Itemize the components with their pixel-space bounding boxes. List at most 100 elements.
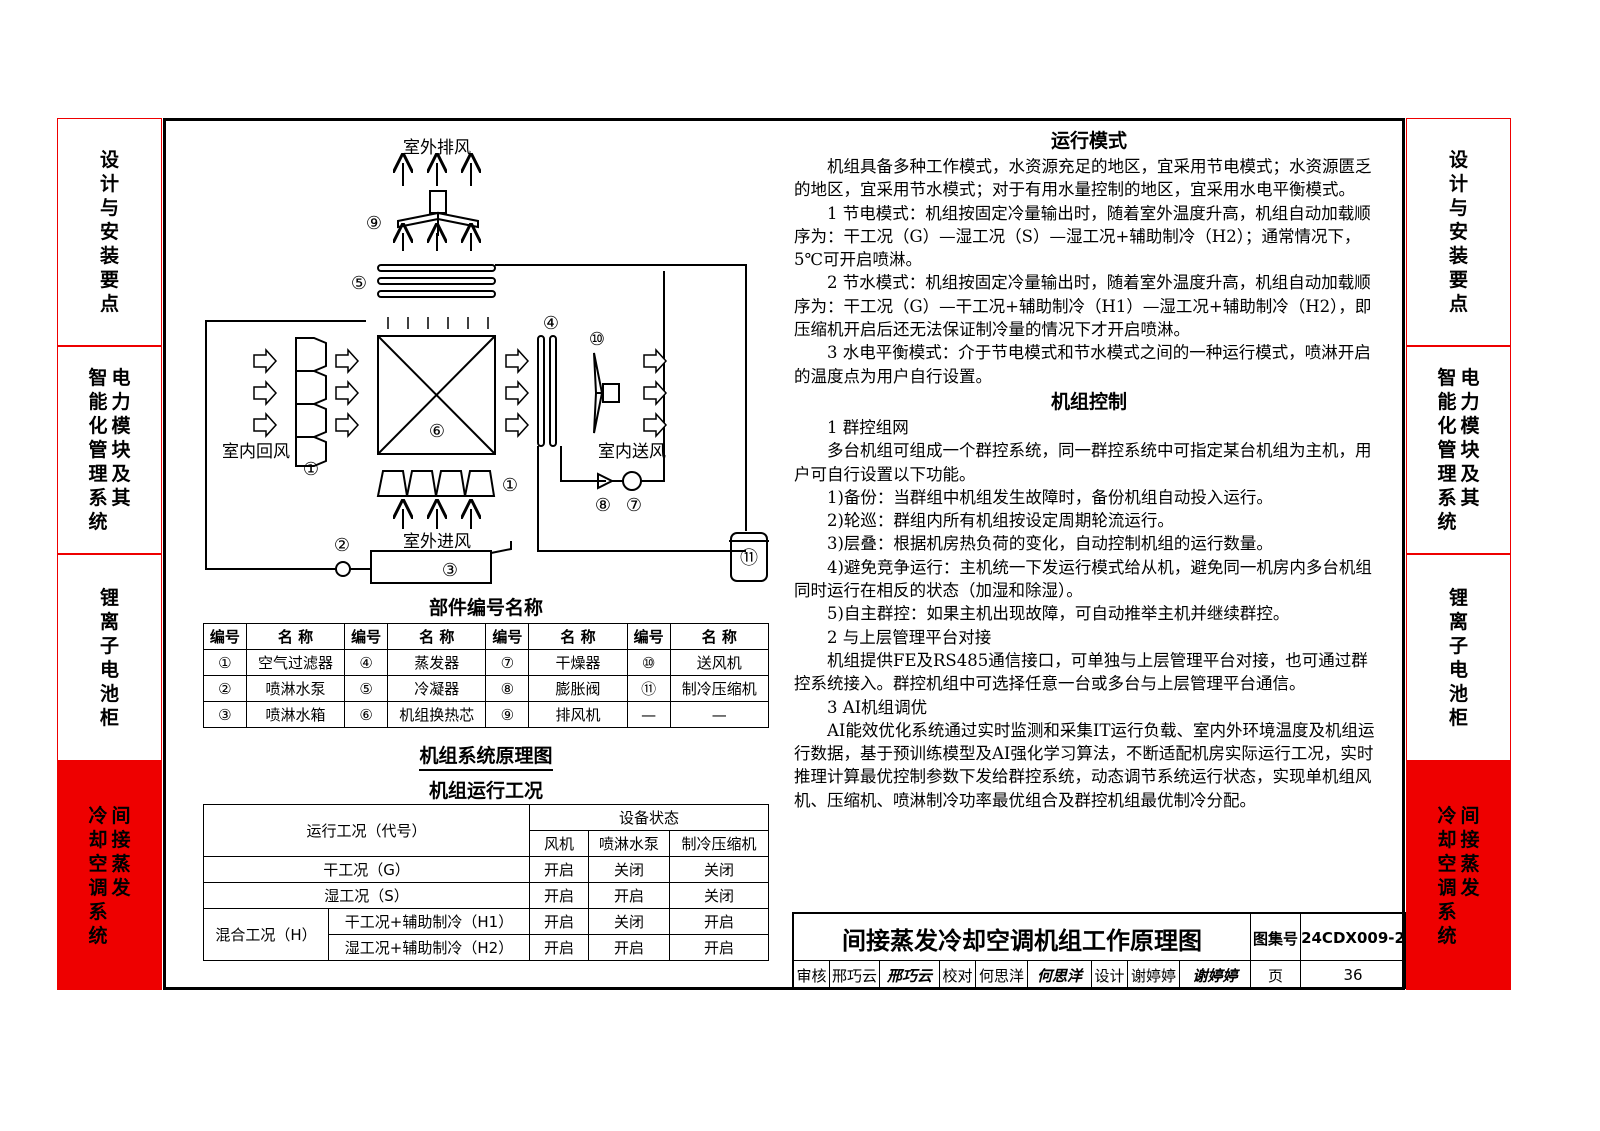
paragraph: 3 AI机组调优: [827, 697, 928, 717]
callout-7: ⑦: [626, 495, 642, 516]
table-header-row: 编号 名 称 编号 名 称 编号 名 称 编号 名 称: [203, 623, 770, 650]
sidebar-tab-battery[interactable]: 锂离子电池柜: [1406, 554, 1511, 761]
section-heading-modes: 运行模式: [1050, 130, 1127, 152]
table-cell: ①: [203, 649, 247, 676]
ops-title: 机组运行工况: [428, 780, 543, 802]
table-row: 湿工况（S） 开启 开启 关闭: [203, 882, 769, 909]
table-cell: ⑪: [626, 675, 671, 702]
table-cell: 开启: [588, 882, 670, 909]
drawing-title: 间接蒸发冷却空调机组工作原理图: [794, 914, 1251, 962]
paragraph: 机组具备多种工作模式，水资源充足的地区，宜采用节电模式；水资源匮乏的地区，宜采用…: [794, 157, 1372, 200]
table-cell: ⑧: [485, 675, 530, 702]
table-cell: 冷凝器: [387, 675, 487, 702]
table-cell: 关闭: [669, 882, 769, 909]
header-cell: 名 称: [669, 623, 770, 650]
table-cell: 湿工况+辅助制冷（H2）: [328, 934, 530, 961]
table-cell: 混合工况（H）: [203, 908, 329, 961]
sidebar-label-column: 冷却空调系统: [1437, 804, 1457, 947]
paragraph: 2 节水模式：机组按固定冷量输出时，随着室外温度升高，机组自动加载顺序为：干工况…: [794, 273, 1372, 340]
table-cell: 膨胀阀: [528, 675, 628, 702]
header-cell: 制冷压缩机: [669, 830, 769, 857]
sidebar-tab-label: 设计与安装要点: [100, 148, 119, 316]
table-cell: —: [669, 701, 770, 728]
paragraph: AI能效优化系统通过实时监测和采集IT运行负载、室内外环境温度及机组运行数据，基…: [794, 720, 1375, 810]
parts-title: 部件编号名称: [428, 597, 543, 619]
label-outdoor-exhaust: 室外排风: [403, 138, 471, 158]
table-cell: ⑨: [485, 701, 530, 728]
table-cell: —: [626, 701, 671, 728]
sidebar-tab-label: 锂离子电池柜: [100, 586, 119, 730]
label-indoor-supply: 室内送风: [598, 442, 666, 462]
sidebar-tab-power-module[interactable]: 电力模块及其智能化管理系统: [57, 346, 162, 554]
sidebar-tab-label: 锂离子电池柜: [1449, 586, 1468, 730]
title-block-row: 审核 邢巧云 邢巧云 校对 何思洋 何思洋 设计 谢婷婷 谢婷婷 页 36: [792, 960, 1406, 989]
sidebar-tab-evaporative-cooling[interactable]: 间接蒸发冷却空调系统: [1406, 761, 1511, 990]
table-cell: ⑤: [344, 675, 389, 702]
table-cell: 喷淋水泵: [245, 675, 346, 702]
sidebar-tab-battery[interactable]: 锂离子电池柜: [57, 554, 162, 761]
sidebar-tab-label: 设计与安装要点: [1449, 148, 1468, 316]
paragraph: 5)自主群控：如果主机出现故障，可自动推举主机并继续群控。: [827, 604, 1290, 624]
review-label: 审核: [794, 961, 830, 989]
table-cell: 排风机: [528, 701, 628, 728]
paragraph: 3)层叠：根据机房热负荷的变化，自动控制机组的运行数量。: [827, 534, 1273, 554]
callout-1b: ①: [502, 475, 518, 496]
callout-11: ⑪: [740, 548, 758, 569]
section-heading-control: 机组控制: [1050, 390, 1127, 413]
table-cell: 干工况（G）: [203, 856, 530, 883]
label-outdoor-intake: 室外进风: [403, 532, 471, 552]
sidebar-label-column: 设计与安装要点: [99, 149, 119, 315]
sidebar-tab-design[interactable]: 设计与安装要点: [1406, 118, 1511, 346]
description-text: 运行模式 机组具备多种工作模式，水资源充足的地区，宜采用节电模式；水资源匮乏的地…: [794, 127, 1384, 812]
designer-signature: 谢婷婷: [1180, 961, 1251, 989]
header-cell: 设备状态: [529, 804, 769, 831]
paragraph: 1 群控组网: [827, 417, 909, 437]
callout-9: ⑨: [366, 213, 382, 234]
table-cell: 制冷压缩机: [669, 675, 770, 702]
table-cell: 关闭: [588, 908, 670, 935]
table-cell: ⑥: [344, 701, 389, 728]
paragraph: 多台机组可组成一个群控系统，同一群控系统中可指定某台机组为主机，用户可自行设置以…: [794, 441, 1372, 484]
sidebar-tab-design[interactable]: 设计与安装要点: [57, 118, 162, 346]
sidebar-label-column: 冷却空调系统: [88, 804, 108, 947]
header-cell: 风机: [529, 830, 589, 857]
header-cell: 编号: [344, 623, 389, 650]
sidebar-label-column: 设计与安装要点: [1448, 149, 1468, 315]
paragraph: 2)轮巡：群组内所有机组按设定周期轮流运行。: [827, 511, 1174, 531]
sidebar-tab-label: 电力模块及其智能化管理系统: [88, 366, 130, 534]
table-cell: 开启: [529, 908, 589, 935]
sidebar-tab-evaporative-cooling[interactable]: 间接蒸发冷却空调系统: [57, 761, 162, 990]
designer-name: 谢婷婷: [1128, 961, 1180, 989]
table-row: 干工况（G） 开启 关闭 关闭: [203, 856, 769, 883]
table-cell: 送风机: [669, 649, 770, 676]
callout-3: ③: [442, 560, 458, 581]
reviewer-name: 邢巧云: [830, 961, 880, 989]
header-cell: 运行工况（代号）: [203, 804, 530, 857]
atlas-number: 24CDX009-2: [1301, 914, 1406, 962]
table-cell: 干燥器: [528, 649, 628, 676]
paragraph: 4)避免竞争运行：主机统一下发运行模式给从机，避免同一机房内多台机组同时运行在相…: [794, 557, 1372, 601]
header-cell: 编号: [485, 623, 530, 650]
sidebar-label-column: 锂离子电池柜: [1448, 586, 1468, 729]
table-row: 湿工况+辅助制冷（H2） 开启 开启 开启: [204, 934, 769, 961]
title-block: 间接蒸发冷却空调机组工作原理图 图集号 24CDX009-2 审核 邢巧云 邢巧…: [792, 912, 1406, 990]
callout-4: ④: [543, 313, 559, 334]
callout-5: ⑤: [351, 273, 367, 294]
sidebar-tab-label: 电力模块及其智能化管理系统: [1437, 366, 1479, 534]
table-cell: 开启: [669, 908, 769, 935]
table-header-row: 运行工况（代号） 设备状态: [203, 804, 769, 857]
table-cell: 机组换热芯: [387, 701, 487, 728]
sidebar-tab-power-module[interactable]: 电力模块及其智能化管理系统: [1406, 346, 1511, 554]
callout-8: ⑧: [595, 495, 611, 516]
table-cell: ③: [203, 701, 247, 728]
header-cell: 喷淋水泵: [588, 830, 670, 857]
table-cell: ⑦: [485, 649, 530, 676]
paragraph: 3 水电平衡模式：介于节电模式和节水模式之间的一种运行模式，喷淋开启的温度点为用…: [794, 343, 1371, 386]
header-cell: 名 称: [245, 623, 346, 650]
callout-6: ⑥: [429, 421, 445, 442]
header-cell: 编号: [203, 623, 247, 650]
